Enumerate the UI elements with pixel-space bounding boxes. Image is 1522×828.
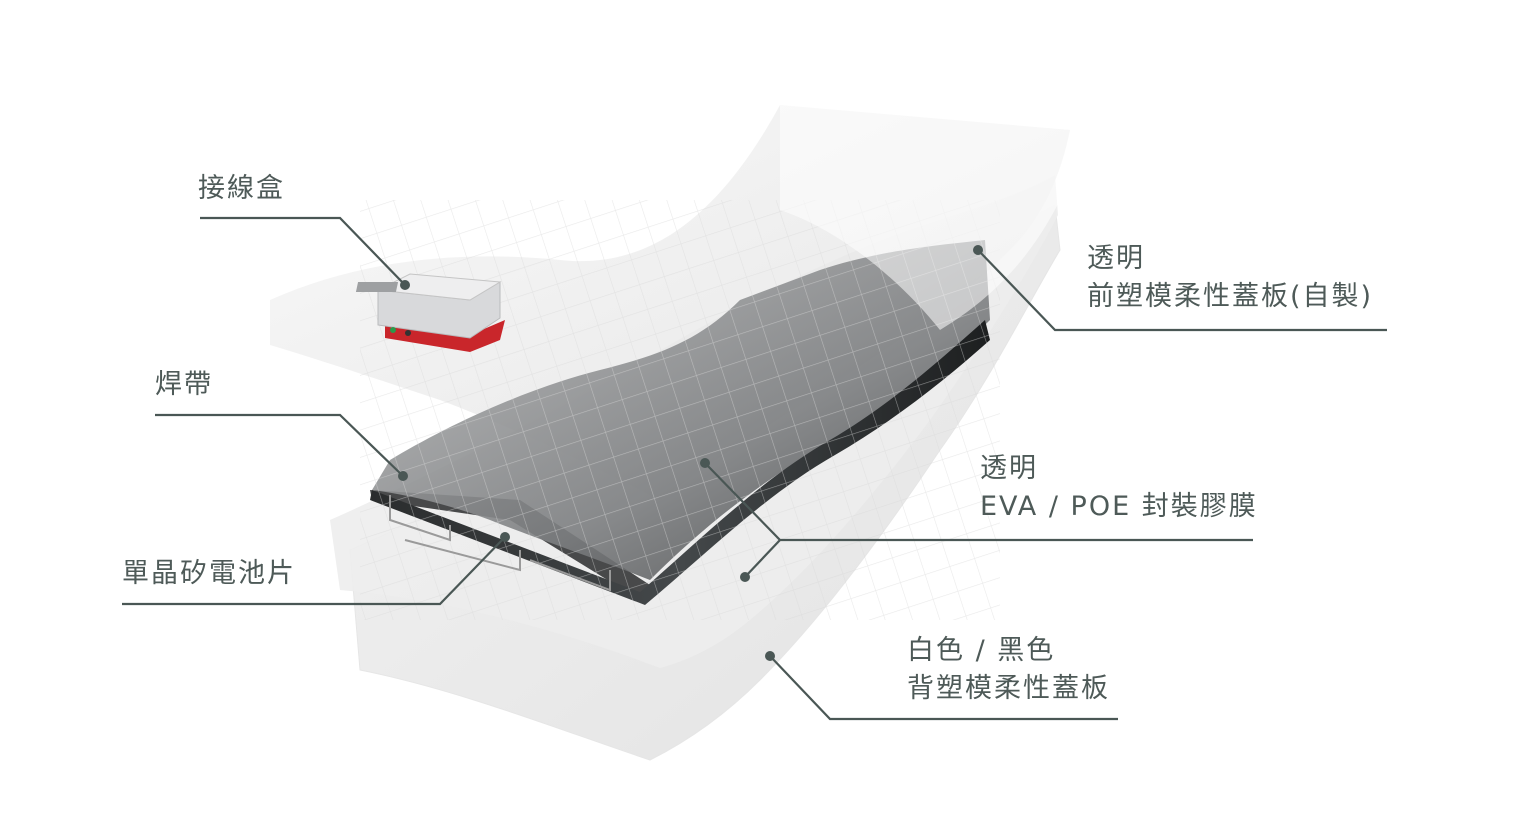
junction-box-label: 接線盒: [198, 170, 285, 208]
leader-cell: [122, 536, 506, 606]
front-cover-label: 透明 前塑模柔性蓋板(自製): [1087, 240, 1373, 316]
leader-junction-box: [200, 216, 406, 286]
leader-front-cover: [977, 249, 1387, 332]
back-cover-label-line2: 背塑模柔性蓋板: [907, 673, 1110, 704]
leader-back-cover: [769, 655, 1118, 721]
junction-box: [355, 273, 505, 352]
ribbon-label-text: 焊帶: [155, 369, 213, 400]
back-cover-label: 白色 / 黑色 背塑模柔性蓋板: [907, 632, 1110, 708]
cell-label: 單晶矽電池片: [122, 555, 296, 593]
leader-dots: [398, 245, 983, 661]
leader-lines: [122, 216, 1387, 721]
eva-label-line1: 透明: [980, 453, 1038, 484]
cell-label-text: 單晶矽電池片: [122, 558, 296, 589]
back-cover-label-line1: 白色 / 黑色: [907, 635, 1056, 666]
ribbon-label: 焊帶: [155, 366, 213, 404]
eva-label: 透明 EVA / POE 封裝膠膜: [980, 450, 1258, 526]
eva-label-line2: EVA / POE 封裝膠膜: [980, 491, 1258, 522]
leader-ribbon: [155, 413, 404, 477]
front-cover-label-line1: 透明: [1087, 243, 1145, 274]
junction-box-label-text: 接線盒: [198, 173, 285, 204]
leader-eva-lower: [744, 539, 781, 578]
front-cover-label-line2: 前塑模柔性蓋板(自製): [1087, 281, 1374, 312]
